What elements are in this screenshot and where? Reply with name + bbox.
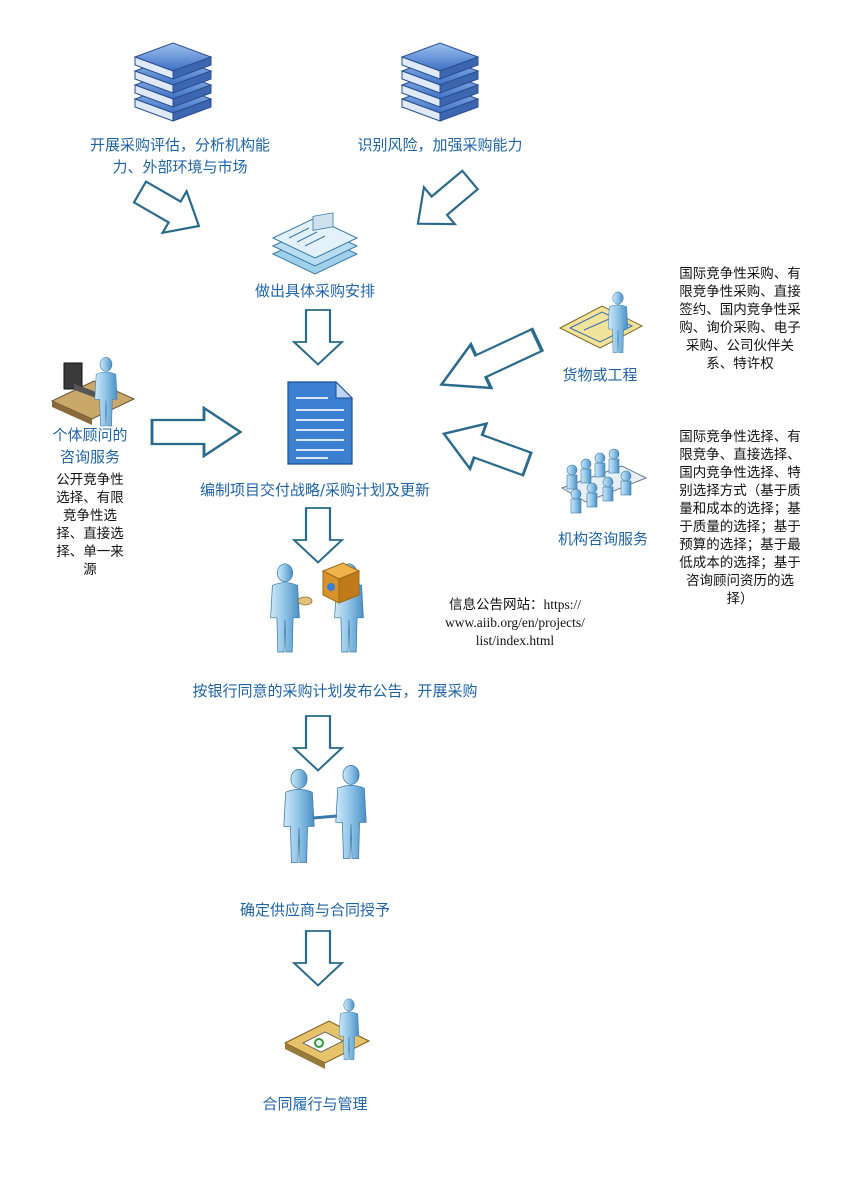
node-firm-label: 机构咨询服务 xyxy=(538,528,668,550)
text-line: 识别风险，加强采购能力 xyxy=(357,136,523,154)
documents-icon xyxy=(271,212,359,275)
text-line: 择） xyxy=(726,591,754,607)
text-line: 择、单一来 xyxy=(56,544,124,560)
node-manage-label: 合同履行与管理 xyxy=(220,1093,410,1115)
books-icon xyxy=(401,42,479,122)
arrow-individual-to-strategy xyxy=(150,406,242,458)
text-line: 按银行同意的采购计划发布公告，开展采购 xyxy=(192,682,478,700)
text-line: 采购、公司伙伴关 xyxy=(686,338,794,354)
text-line: 预算的选择；基于最 xyxy=(679,537,801,553)
firm-methods-note: 国际竞争性选择、有限竞争、直接选择、国内竞争性选择、特别选择方式（基于质量和成本… xyxy=(640,428,840,608)
person-at-computer-icon xyxy=(50,357,136,427)
text-line: www.aiib.org/en/projects/ xyxy=(445,615,585,630)
text-line: 购、询价采购、电子 xyxy=(679,320,801,336)
text-line: 限竞争、直接选择、 xyxy=(679,447,801,463)
text-line: list/index.html xyxy=(475,633,555,648)
node-goods-label: 货物或工程 xyxy=(545,364,655,386)
text-line: 做出具体采购安排 xyxy=(254,282,375,300)
text-line: 系、特许权 xyxy=(706,356,774,372)
individual-methods-note: 公开竞争性选择、有限竞争性选择、直接选择、单一来源 xyxy=(28,471,152,579)
text-line: 国际竞争性采购、有 xyxy=(679,266,801,282)
text-line: 竞争性选 xyxy=(63,508,117,524)
text-line: 低成本的选择；基于 xyxy=(679,555,801,571)
books-icon xyxy=(134,42,212,122)
text-line: 源 xyxy=(83,562,97,578)
text-line: 信息公告网站：https:// xyxy=(448,597,581,612)
text-line: 选择、有限 xyxy=(56,490,124,506)
text-line: 确定供应商与合同授予 xyxy=(239,901,390,919)
arrow-notice-to-award xyxy=(292,714,344,772)
text-line: 限竞争性采购、直接 xyxy=(679,284,801,300)
text-line: 择、直接选 xyxy=(56,526,124,542)
text-line: 合同履行与管理 xyxy=(262,1095,368,1113)
website-note: 信息公告网站：https:// www.aiib.org/en/projects/… xyxy=(405,596,625,650)
text-line: 开展采购评估，分析机构能 xyxy=(89,136,270,154)
delivery-handover-icon xyxy=(270,562,364,653)
text-line: 别选择方式（基于质 xyxy=(679,483,801,499)
person-with-blueprint-icon xyxy=(558,291,644,353)
text-line: 量和成本的选择；基 xyxy=(679,501,801,517)
text-line: 力、外部环境与市场 xyxy=(112,158,248,176)
arrow-arrange-to-strategy xyxy=(292,308,344,366)
text-line: 编制项目交付战略/采购计划及更新 xyxy=(199,481,431,499)
text-line: 货物或工程 xyxy=(562,366,638,384)
arrow-firm-to-strategy xyxy=(434,409,537,488)
text-line: 国内竞争性选择、特 xyxy=(679,465,801,481)
text-line: 个体顾问的 xyxy=(52,426,128,444)
text-line: 公开竞争性 xyxy=(56,472,124,488)
text-line: 机构咨询服务 xyxy=(557,530,648,548)
text-line: 咨询服务 xyxy=(59,448,120,466)
goods-methods-note: 国际竞争性采购、有限竞争性采购、直接签约、国内竞争性采购、询价采购、电子采购、公… xyxy=(640,265,840,373)
meeting-table-icon xyxy=(560,448,648,514)
handshake-icon xyxy=(283,765,367,863)
text-line: 签约、国内竞争性采 xyxy=(679,302,801,318)
text-line: 国际竞争性选择、有 xyxy=(679,429,801,445)
node-risk-label: 识别风险，加强采购能力 xyxy=(330,134,550,156)
arrow-strategy-to-notice xyxy=(292,506,344,564)
node-notice-label: 按银行同意的采购计划发布公告，开展采购 xyxy=(150,680,520,702)
node-award-label: 确定供应商与合同授予 xyxy=(200,899,430,921)
node-individual-label: 个体顾问的咨询服务 xyxy=(30,424,150,468)
text-line: 于质量的选择；基于 xyxy=(679,519,801,535)
node-arrange-label: 做出具体采购安排 xyxy=(220,280,410,302)
text-line: 咨询顾问资历的选 xyxy=(686,573,794,589)
node-assess-label: 开展采购评估，分析机构能力、外部环境与市场 xyxy=(40,134,320,178)
arrow-risk-to-arrange xyxy=(401,160,487,244)
arrow-goods-to-strategy xyxy=(429,316,549,408)
node-strategy-label: 编制项目交付战略/采购计划及更新 xyxy=(160,479,470,501)
contract-signing-icon xyxy=(283,998,371,1069)
arrow-award-to-manage xyxy=(292,929,344,987)
document-icon xyxy=(287,380,354,465)
arrow-assess-to-arrange xyxy=(126,170,212,248)
